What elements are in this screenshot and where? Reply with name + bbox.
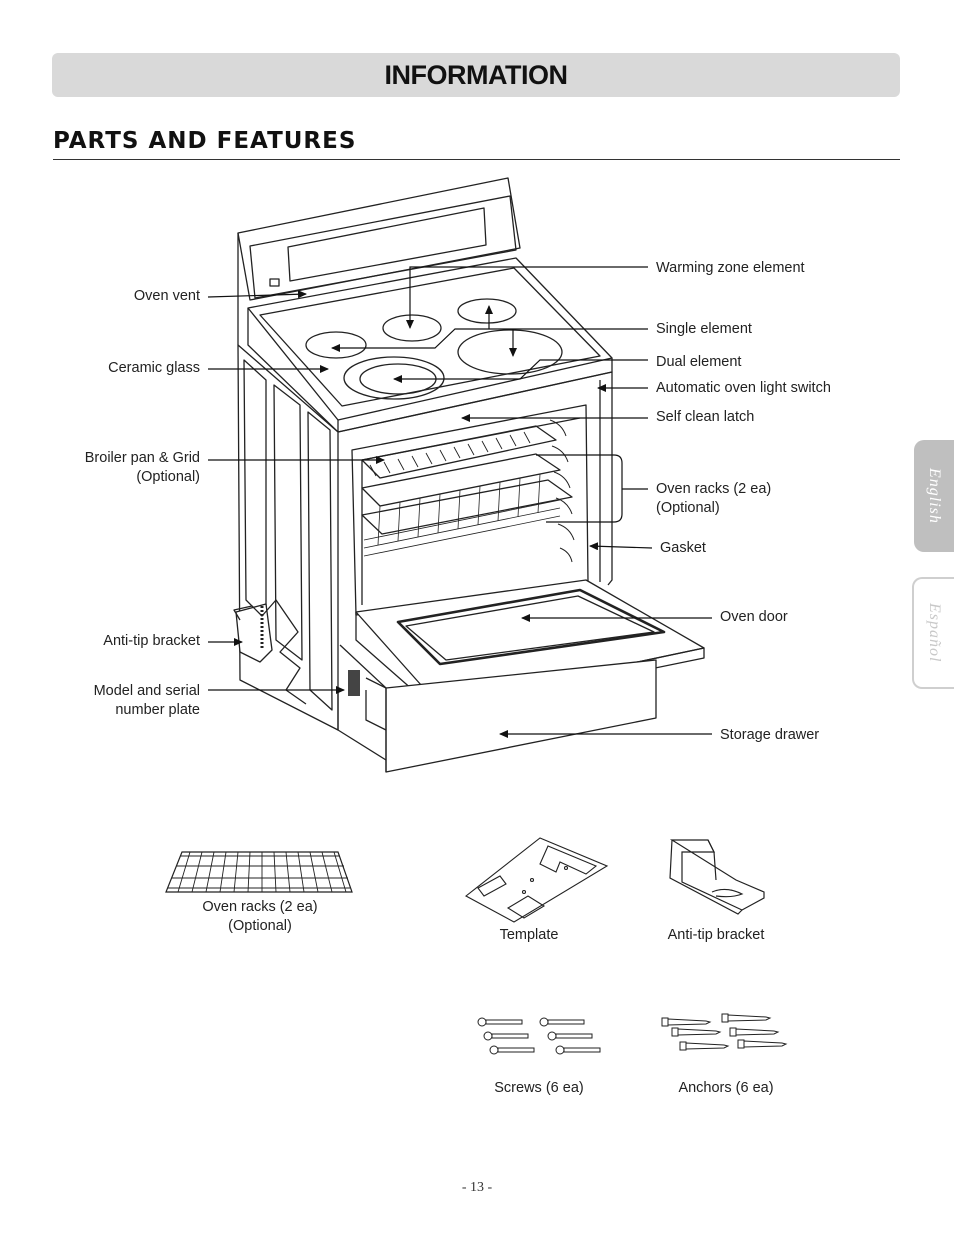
label-storage-drawer: Storage drawer bbox=[720, 727, 820, 743]
caption-screws: Screws (6 ea) bbox=[494, 1080, 584, 1096]
label-model-serial-plate: Model and serial number plate bbox=[94, 682, 200, 720]
label-broiler-pan: Broiler pan & Grid (Optional) bbox=[85, 449, 200, 487]
tab-espanol-label: Español bbox=[926, 603, 943, 663]
label-oven-racks-line2: (Optional) bbox=[656, 500, 720, 516]
accessory-template-drawing bbox=[465, 837, 609, 923]
section-title: PARTS AND FEATURES bbox=[53, 128, 357, 154]
accessory-anchors-drawing bbox=[661, 1013, 788, 1051]
label-oven-racks-line1: Oven racks (2 ea) bbox=[656, 481, 772, 497]
label-single-element: Single element bbox=[656, 321, 752, 337]
label-model-serial-line1: Model and serial bbox=[93, 683, 200, 699]
accessory-screws-drawing bbox=[477, 1017, 601, 1055]
page-number: - 13 - bbox=[461, 1180, 493, 1195]
caption-anti-tip-bracket: Anti-tip bracket bbox=[667, 927, 765, 943]
tab-english-label: English bbox=[926, 468, 943, 524]
tab-espanol[interactable]: Español bbox=[912, 577, 954, 689]
caption-oven-racks-line1: Oven racks (2 ea) bbox=[202, 899, 318, 915]
label-dual-element: Dual element bbox=[656, 354, 742, 370]
accessory-anti-tip-bracket-drawing bbox=[669, 839, 765, 915]
caption-anchors: Anchors (6 ea) bbox=[678, 1080, 774, 1096]
label-model-serial-line2: number plate bbox=[115, 702, 200, 718]
accessory-oven-rack-drawing bbox=[165, 851, 353, 893]
caption-oven-racks-line2: (Optional) bbox=[228, 918, 292, 934]
label-gasket: Gasket bbox=[660, 540, 706, 556]
label-broiler-pan-line1: Broiler pan & Grid bbox=[84, 450, 200, 466]
header-banner: INFORMATION bbox=[52, 53, 900, 97]
label-broiler-pan-line2: (Optional) bbox=[136, 469, 200, 485]
caption-oven-racks: Oven racks (2 ea) (Optional) bbox=[180, 898, 340, 936]
label-light-switch: Automatic oven light switch bbox=[656, 380, 831, 396]
range-illustration bbox=[233, 177, 705, 773]
label-ceramic-glass: Ceramic glass bbox=[108, 360, 200, 376]
label-anti-tip-bracket: Anti-tip bracket bbox=[103, 633, 200, 649]
label-warming-zone: Warming zone element bbox=[656, 260, 805, 276]
label-self-clean-latch: Self clean latch bbox=[656, 409, 755, 425]
caption-template: Template bbox=[499, 927, 559, 943]
page-title: INFORMATION bbox=[384, 59, 568, 90]
label-oven-door: Oven door bbox=[720, 609, 788, 625]
tab-english[interactable]: English bbox=[914, 440, 954, 552]
label-oven-vent: Oven vent bbox=[133, 288, 200, 304]
label-oven-racks: Oven racks (2 ea) (Optional) bbox=[656, 480, 771, 518]
section-divider bbox=[53, 159, 900, 160]
